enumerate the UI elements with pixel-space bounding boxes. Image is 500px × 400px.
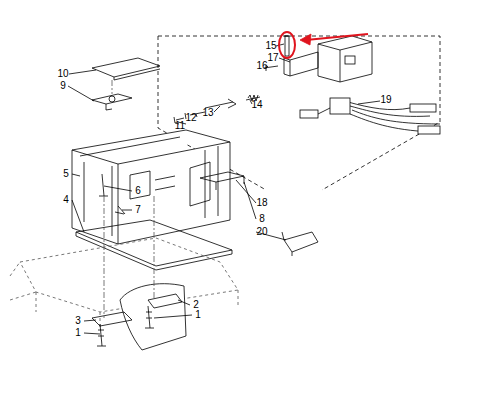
callout-number: 19 — [380, 95, 391, 105]
callout-number: 14 — [251, 100, 262, 110]
callout-number: 6 — [135, 186, 141, 196]
callout-number: 5 — [63, 169, 69, 179]
callout-number: 10 — [57, 69, 68, 79]
callout-number: 8 — [259, 214, 265, 224]
callout-number: 13 — [202, 108, 213, 118]
callout-number: 20 — [256, 227, 267, 237]
callout-number: 17 — [267, 53, 278, 63]
callout-number: 4 — [63, 195, 69, 205]
callout-number: 15 — [265, 41, 276, 51]
callout-number: 3 — [75, 316, 81, 326]
callout-number: 11 — [175, 121, 185, 131]
callout-number: 16 — [256, 61, 267, 71]
callout-number: 2 — [193, 300, 199, 310]
callout-number: 1 — [75, 328, 81, 338]
callout-number: 1 — [195, 310, 201, 320]
callout-number: 18 — [256, 198, 267, 208]
callout-number: 7 — [135, 205, 141, 215]
callout-number: 12 — [185, 113, 196, 123]
callout-number: 9 — [60, 81, 66, 91]
